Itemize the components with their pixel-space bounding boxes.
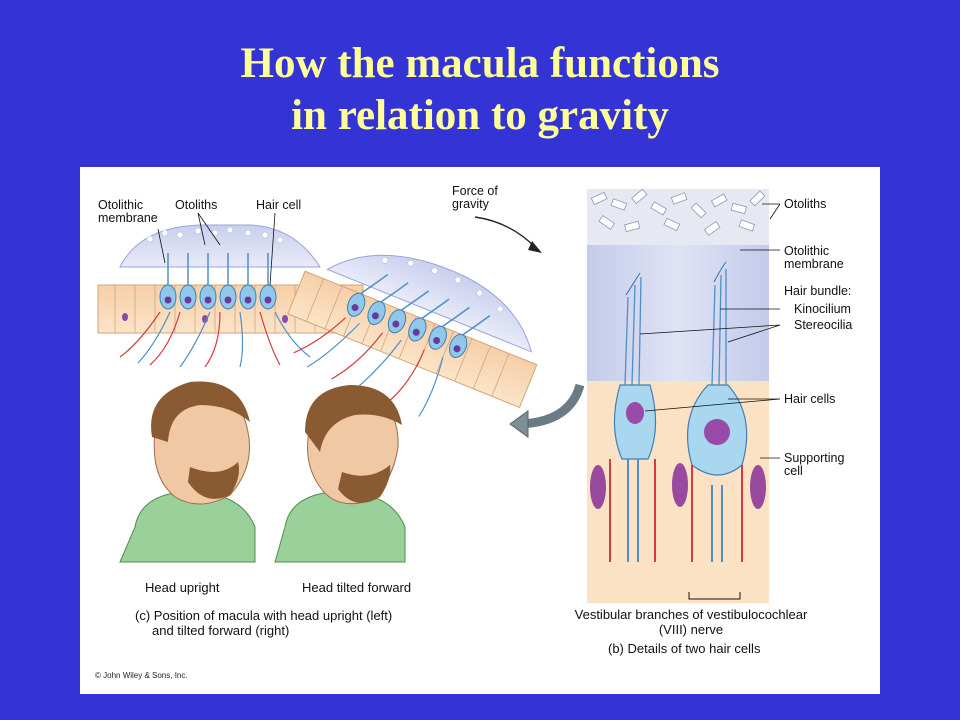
label-kinocilium: Kinocilium <box>794 302 851 316</box>
label-force-of-gravity: Force of gravity <box>452 185 498 211</box>
head-tilted-illustration <box>274 385 406 563</box>
label-otolithic-membrane-b: Otolithic membrane <box>784 245 844 271</box>
label-supporting-cell: Supporting cell <box>784 452 844 478</box>
label-otoliths-b: Otoliths <box>784 197 827 211</box>
label-stereocilia: Stereocilia <box>794 318 853 332</box>
title-line-1: How the macula functions <box>240 40 720 87</box>
label-hair-cell-a: Hair cell <box>256 198 302 212</box>
caption-panel-c-line-2: and tilted forward (right) <box>152 623 290 638</box>
head-upright-illustration <box>119 381 256 563</box>
caption-panel-c-line-1: (c) Position of macula with head upright… <box>135 608 393 623</box>
label-otoliths-a: Otoliths <box>175 198 218 212</box>
title-line-2: in relation to gravity <box>291 92 669 139</box>
figure-illustration <box>97 188 781 603</box>
caption-panel-b: (b) Details of two hair cells <box>608 641 761 656</box>
label-nerve-text: Vestibular branches of vestibulocochlear… <box>574 607 808 637</box>
label-force-of-gravity-text: Force of gravity <box>452 184 498 211</box>
macula-tilted-diagram <box>287 254 538 417</box>
label-otolithic-membrane-a: Otolithic membrane <box>98 199 158 225</box>
copyright-notice: © John Wiley & Sons, Inc. <box>95 671 188 680</box>
label-otolithic-membrane-a-text: Otolithic membrane <box>98 198 158 225</box>
label-hair-cells: Hair cells <box>784 392 836 406</box>
figure-panel: Otolithic membrane Otoliths Hair cell Fo… <box>80 167 880 694</box>
label-supporting-cell-text: Supporting cell <box>784 451 845 478</box>
label-otolithic-membrane-b-text: Otolithic membrane <box>784 244 844 271</box>
slide-title: How the macula functions in relation to … <box>0 38 960 142</box>
label-head-tilted: Head tilted forward <box>302 580 412 595</box>
label-nerve: Vestibular branches of vestibulocochlear… <box>556 607 826 637</box>
label-hair-bundle: Hair bundle: <box>784 284 852 298</box>
hair-cell-detail-diagram <box>587 188 781 603</box>
label-head-upright: Head upright <box>145 580 220 595</box>
